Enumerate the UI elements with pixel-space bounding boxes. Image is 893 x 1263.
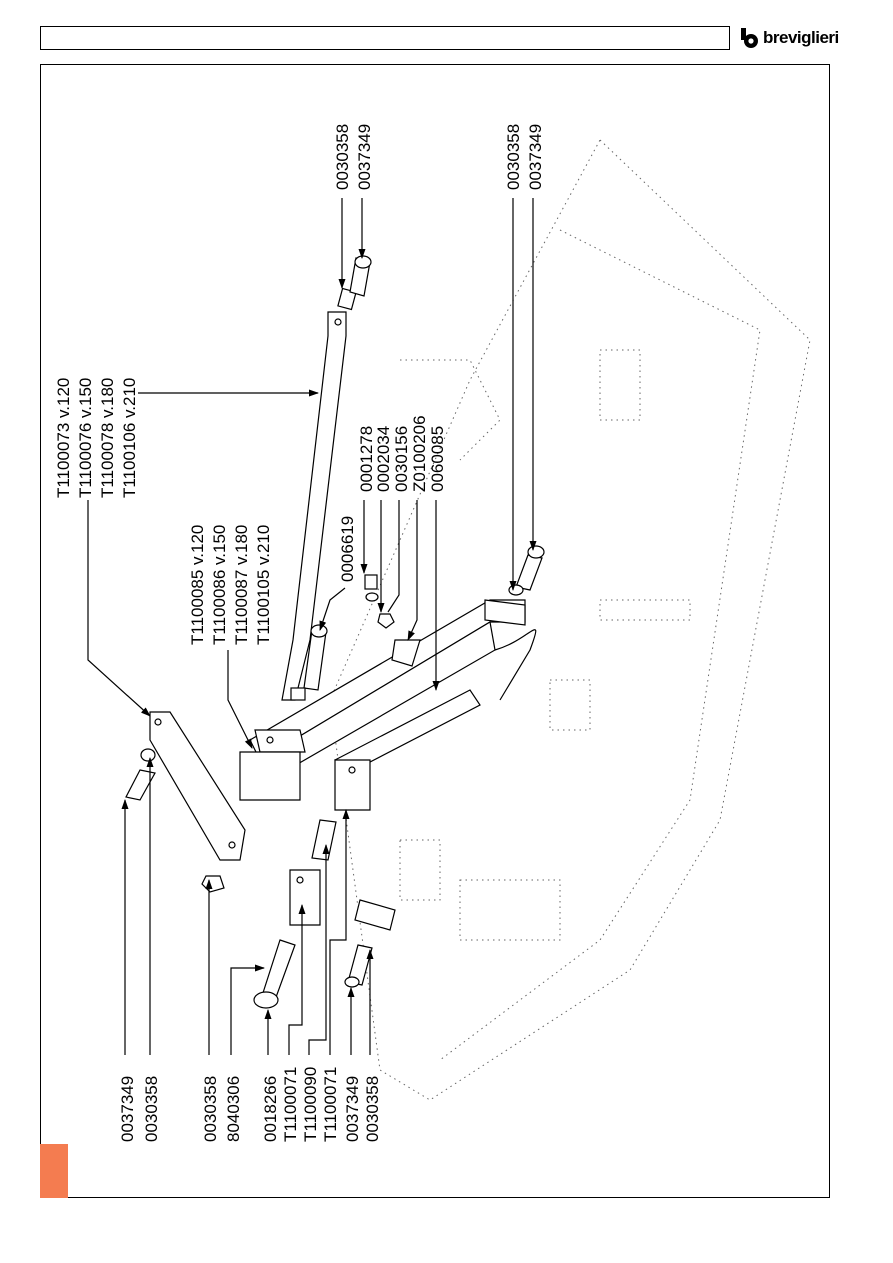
breviglieri-logo-icon [741,28,758,48]
label-arm-short-2: T1100086 v.150 [210,525,229,645]
label-top-mid-2: 0037349 [355,124,374,190]
label-arm-short-1: T1100085 v.120 [188,525,207,645]
label-hw-1: 0001278 [357,426,376,492]
brand-name: breviglieri [763,28,839,47]
lower-link-parts [125,748,396,1009]
label-arm-short-4: T1100105 v.210 [254,525,273,645]
label-bm-2: T1100071 [281,1067,300,1142]
short-arm-bracket [149,711,306,861]
header-title-box [40,26,730,50]
label-arm-short-3: T1100087 v.180 [232,525,251,645]
leader-lines [87,198,537,1055]
hardware-cluster [364,574,421,667]
label-top-mid-1: 0030358 [333,124,352,190]
label-bl-4: 8040306 [224,1076,243,1142]
label-top-right-2: 0037349 [526,124,545,190]
label-bm-4: T1100071 [321,1067,340,1142]
label-hw-3: 0030156 [392,426,411,492]
label-bm-1: 0018266 [261,1076,280,1142]
label-arm-long-1: T1100073 v.120 [54,378,73,498]
drawing-frame [40,64,830,1198]
label-arm-long-2: T1100076 v.150 [76,378,95,498]
brand-logo: breviglieri [740,25,839,51]
frame-outline-dotted [329,139,811,1101]
label-top-right-1: 0030358 [504,124,523,190]
right-bracket [484,545,545,626]
page-tab-marker [40,1144,68,1198]
label-arm-long-4: T1100106 v.210 [120,378,139,498]
label-hw-4: Z0100206 [410,415,429,492]
long-arm-bar [281,255,372,701]
label-br-2: 0030358 [363,1076,382,1142]
part-labels: 0030358 0037349 0030358 0037349 T1100073… [54,124,545,1142]
label-single: 0006619 [338,516,357,582]
label-hw-2: 0002034 [374,426,393,492]
label-bm-3: T1100090 [301,1067,320,1142]
label-bl-3: 0030358 [201,1076,220,1142]
label-bl-2: 0030358 [142,1076,161,1142]
label-arm-long-3: T1100078 v.180 [98,378,117,498]
label-hw-5: 0060085 [428,426,447,492]
label-br-1: 0037349 [343,1076,362,1142]
label-bl-1: 0037349 [118,1076,137,1142]
